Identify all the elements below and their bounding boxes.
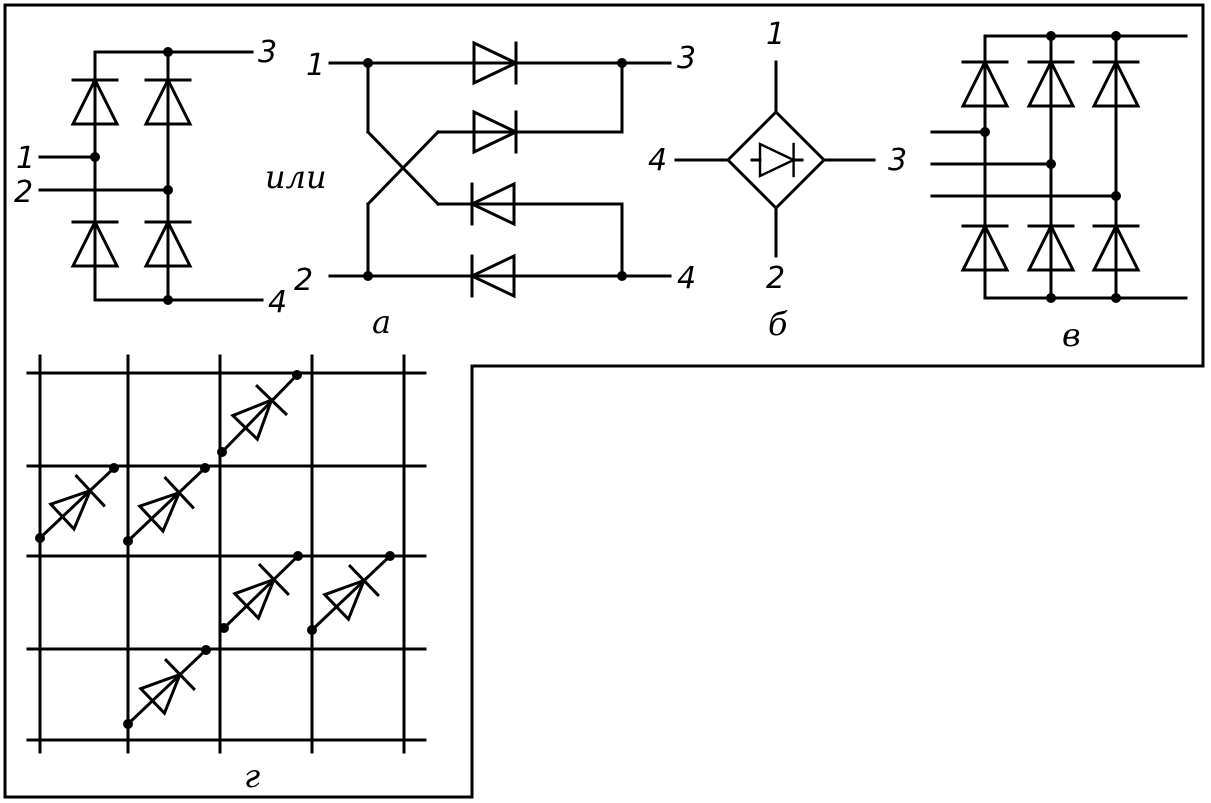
outer-frame: [3, 3, 1205, 799]
caption-g: г: [244, 757, 260, 795]
matrix-diode: [217, 370, 302, 457]
terminal-label: 3: [258, 35, 277, 70]
terminal-label: 1: [766, 17, 785, 52]
terminal-label: 2: [14, 175, 33, 210]
terminal-label: 2: [766, 261, 785, 296]
diode: [758, 142, 795, 178]
diagram-v-three-phase-bridge: [930, 31, 1188, 303]
terminal-label: 1: [306, 48, 325, 83]
caption-v: в: [1062, 316, 1081, 354]
matrix-diode: [123, 463, 210, 546]
matrix-diode: [219, 551, 303, 633]
caption-a: а: [372, 303, 391, 341]
caption-b: б: [768, 305, 788, 343]
terminal-label: 1: [16, 141, 35, 176]
terminal-label: 4: [677, 261, 696, 296]
terminal-label: 2: [294, 263, 313, 298]
diagram-a-left-bridge: 3 1 2 4: [14, 35, 287, 320]
diagram-b-bridge-symbol: 1 4 3 2: [648, 17, 907, 296]
diagram-a-right-bridge: 1 3 2 4: [294, 41, 696, 298]
terminal-label: 3: [677, 41, 696, 76]
matrix-diode: [307, 551, 395, 635]
matrix-diode: [35, 463, 119, 543]
terminal-label: 4: [648, 143, 667, 178]
terminal-label: 4: [268, 285, 287, 320]
diagram-g-diode-matrix: [26, 354, 427, 754]
matrix-diode: [123, 645, 211, 729]
terminal-label: 3: [888, 143, 907, 178]
or-label: или: [265, 158, 327, 196]
